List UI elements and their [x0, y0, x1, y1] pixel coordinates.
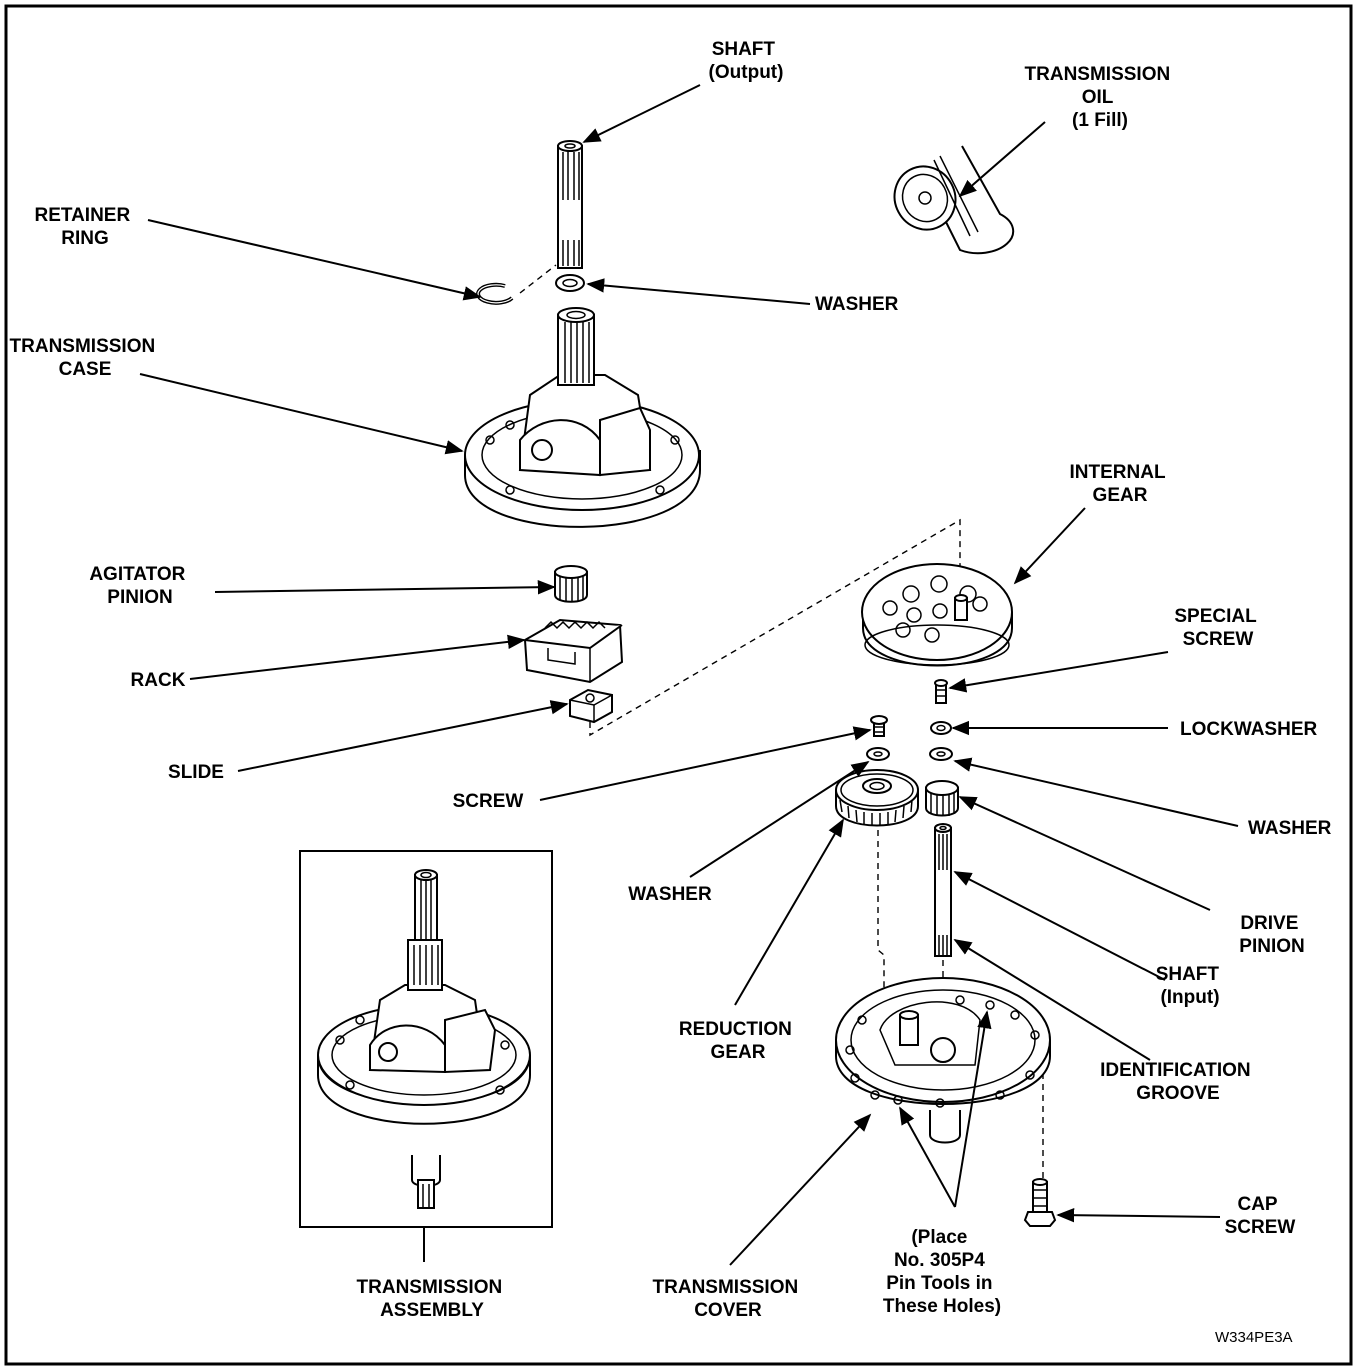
- leader-pin-hole-1: [899, 1106, 956, 1208]
- screw-part: [870, 715, 888, 737]
- leader-transmission-cover: [729, 1113, 872, 1266]
- label-transmission-oil: TRANSMISSION OIL (1 Fill): [1025, 64, 1176, 131]
- leader-transmission-oil: [958, 121, 1046, 198]
- label-internal-gear: INTERNAL GEAR: [1070, 462, 1171, 506]
- figure-code: W334PE3A: [1215, 1329, 1293, 1346]
- rack-part: [523, 618, 624, 684]
- label-agitator-pinion: AGITATOR PINION: [89, 564, 190, 608]
- label-washer-top: WASHER: [815, 294, 899, 315]
- label-rack: RACK: [131, 670, 186, 691]
- leader-screw: [539, 726, 872, 801]
- leader-transmission-case: [139, 373, 464, 455]
- leader-washer-top: [586, 278, 811, 305]
- label-slide: SLIDE: [168, 762, 224, 783]
- leader-shaft-input: [953, 871, 1166, 981]
- label-washer-right: WASHER: [1248, 818, 1332, 839]
- label-washer-left: WASHER: [628, 884, 712, 905]
- leader-washer-left: [689, 761, 870, 878]
- leader-identification-groove: [953, 939, 1151, 1061]
- slide-part: [569, 688, 613, 724]
- reduction-gear-part: [835, 769, 919, 827]
- washer-left-part: [866, 747, 890, 761]
- label-retainer-ring: RETAINER RING: [35, 205, 136, 249]
- label-screw: SCREW: [453, 791, 524, 812]
- leader-pin-hole-2: [954, 1010, 992, 1208]
- leader-internal-gear: [1013, 507, 1086, 585]
- cap-screw-part: [1023, 1178, 1057, 1227]
- special-screw-part: [934, 679, 948, 704]
- figure-border: [4, 4, 1353, 1366]
- leader-special-screw: [948, 651, 1169, 693]
- leader-drive-pinion: [958, 796, 1211, 911]
- label-shaft-input: SHAFT (Input): [1156, 964, 1225, 1008]
- label-transmission-assembly: TRANSMISSION ASSEMBLY: [357, 1277, 508, 1321]
- label-lockwasher: LOCKWASHER: [1180, 719, 1318, 740]
- label-shaft-output: SHAFT (Output): [709, 39, 784, 83]
- internal-gear-part: [861, 563, 1013, 667]
- output-shaft-part: [557, 140, 583, 269]
- drive-pinion-part: [925, 780, 959, 817]
- leader-cap-screw: [1056, 1208, 1221, 1223]
- lockwasher-part: [930, 721, 952, 735]
- washer-top-part: [555, 274, 585, 292]
- leader-agitator-pinion: [214, 580, 556, 595]
- label-drive-pinion: DRIVE PINION: [1239, 913, 1304, 957]
- leader-slide: [237, 700, 569, 772]
- leader-retainer-ring: [147, 219, 482, 301]
- leader-washer-right: [953, 757, 1239, 827]
- washer-right-part: [929, 747, 953, 761]
- label-transmission-case: TRANSMISSION CASE: [10, 336, 161, 380]
- transmission-oil-can-part: [893, 145, 1015, 255]
- input-shaft-part: [934, 823, 952, 957]
- agitator-pinion-part: [554, 565, 588, 603]
- label-identification-groove: IDENTIFICATION GROOVE: [1100, 1060, 1256, 1104]
- retainer-ring-part: [476, 282, 514, 305]
- leader-reduction-gear: [734, 818, 844, 1006]
- label-cap-screw: CAP SCREW: [1225, 1194, 1296, 1238]
- label-transmission-cover: TRANSMISSION COVER: [653, 1277, 804, 1321]
- label-pin-tools-note: (Place No. 305P4 Pin Tools in These Hole…: [883, 1227, 1001, 1317]
- label-special-screw: SPECIAL SCREW: [1174, 606, 1261, 650]
- leader-shaft-output: [582, 84, 701, 143]
- label-reduction-gear: REDUCTION GEAR: [679, 1019, 797, 1063]
- transmission-assembly-part: [317, 869, 531, 1209]
- transmission-cover-part: [835, 977, 1051, 1144]
- transmission-case-part: [464, 307, 701, 528]
- leader-rack: [189, 634, 526, 680]
